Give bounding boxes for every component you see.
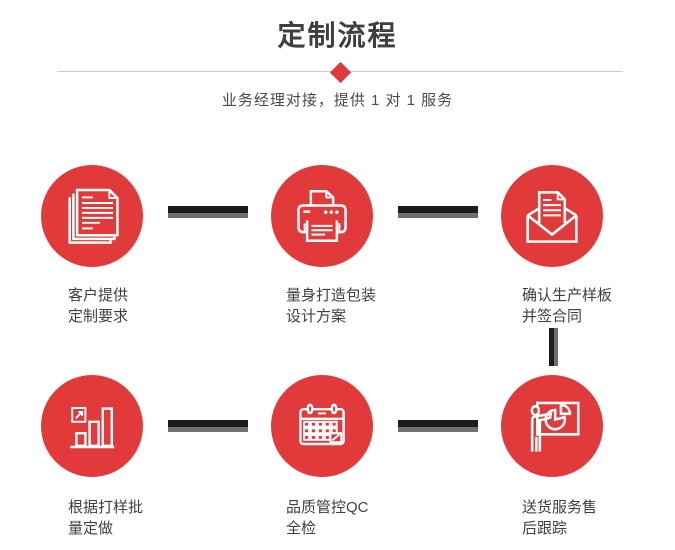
step-label-6: 送货服务售 后跟踪 (522, 497, 597, 539)
step-label-6-line2: 后跟踪 (522, 520, 568, 537)
step-circle-4 (41, 375, 143, 477)
connector-step1-step2 (168, 206, 248, 218)
connector-step5-step6 (398, 420, 478, 432)
step-label-1-line2: 定制要求 (68, 308, 129, 325)
connector-step4-step5 (168, 420, 248, 432)
connector-step3-step6 (549, 328, 558, 366)
subtitle: 业务经理对接，提供 1 对 1 服务 (221, 92, 454, 109)
step-label-5-line2: 全检 (286, 520, 317, 537)
diamond-icon (329, 61, 352, 84)
step-label-5: 品质管控QC 全检 (286, 497, 369, 539)
step-circle-1 (41, 165, 143, 267)
step-label-3-line2: 并签合同 (522, 308, 583, 325)
step-label-2: 量身打造包装 设计方案 (286, 285, 376, 327)
connector-step2-step3 (398, 206, 478, 218)
step-label-5-line1: 品质管控QC (286, 499, 369, 516)
step-label-2-line2: 设计方案 (286, 308, 347, 325)
step-circle-3 (501, 165, 603, 267)
printer-icon (297, 189, 347, 243)
envelope-icon (526, 191, 578, 243)
step-circle-6 (501, 375, 603, 477)
presentation-icon (530, 401, 580, 452)
step-label-4-line1: 根据打样批 (68, 499, 144, 516)
step-label-1: 客户提供 定制要求 (68, 285, 128, 327)
step-label-4: 根据打样批 量定做 (68, 497, 143, 539)
step-label-1-line1: 客户提供 (68, 287, 129, 304)
step-label-3-line1: 确认生产样板 (522, 287, 613, 304)
bar-chart-icon (70, 407, 115, 449)
step-label-4-line2: 量定做 (68, 520, 114, 537)
calendar-icon (299, 403, 345, 446)
step-label-6-line1: 送货服务售 (522, 499, 598, 516)
step-label-2-line1: 量身打造包装 (286, 287, 377, 304)
step-label-3: 确认生产样板 并签合同 (522, 285, 612, 327)
documents-icon (68, 188, 119, 244)
step-circle-2 (271, 165, 373, 267)
page-title: 定制流程 (277, 20, 398, 51)
step-circle-5 (271, 375, 373, 477)
